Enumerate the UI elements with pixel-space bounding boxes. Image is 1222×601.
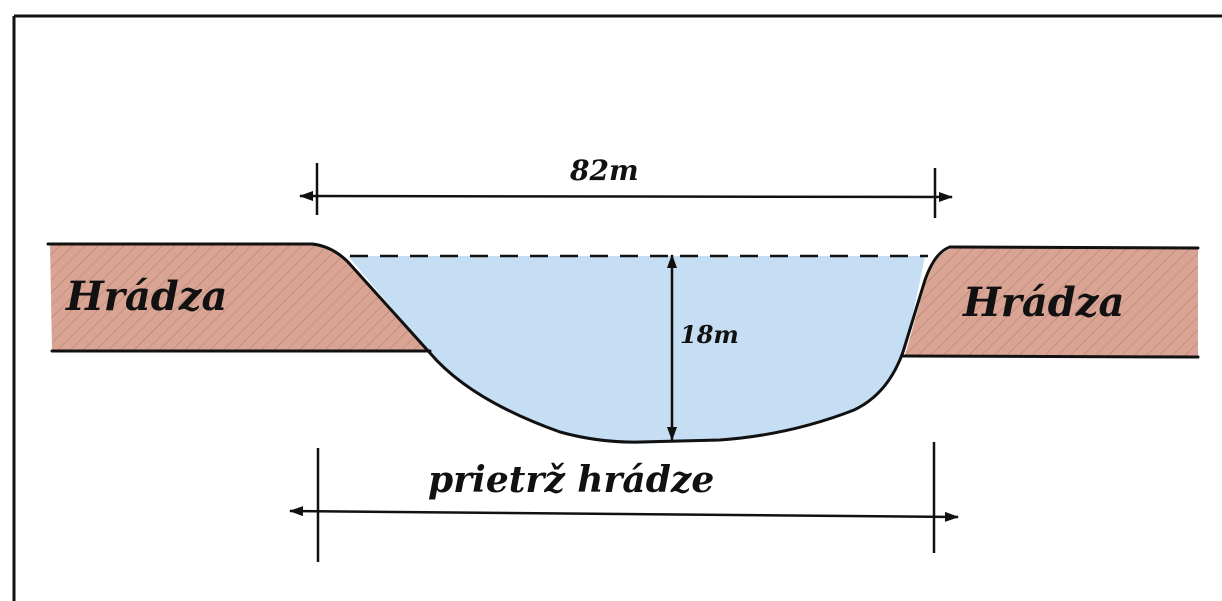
dam-outline (46, 242, 1200, 444)
breach-dimension (289, 442, 959, 562)
right-dam-label: Hrádza (962, 279, 1124, 326)
water-fill (348, 256, 925, 444)
page-frame (12, 14, 1222, 601)
breach-label: prietrž hrádze (428, 459, 714, 501)
left-dam-label: Hrádza (65, 273, 227, 320)
width-dimension (299, 163, 953, 218)
right-dam-fill (905, 247, 1198, 357)
depth-label: 18m (680, 320, 739, 349)
width-label: 82m (569, 154, 639, 187)
left-dam-fill (50, 245, 430, 351)
